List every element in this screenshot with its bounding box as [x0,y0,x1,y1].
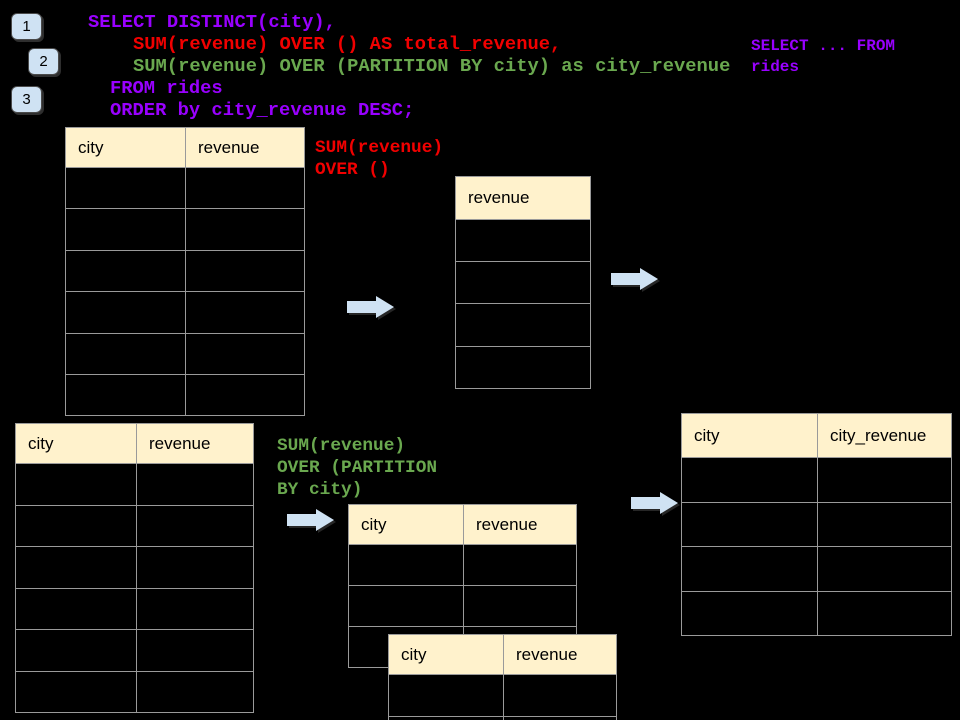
table-cell [16,671,137,713]
column-header: city [349,505,464,545]
table-cell [186,333,305,375]
sql-line-city-revenue: SUM(revenue) OVER (PARTITION BY city) as… [133,55,731,77]
column-header: revenue [186,128,305,168]
total-window-label-line-2: OVER () [315,160,390,180]
table-cell [456,346,591,389]
table-cell [349,545,464,586]
table-cell [137,464,254,506]
table-cell [186,168,305,210]
table-cell [682,547,818,592]
column-header: city [16,424,137,464]
sql-line-from: FROM rides [110,77,223,99]
table-cell [66,250,186,293]
table-cell [137,630,254,672]
table-cell [456,220,591,263]
total-window-label-line-1: SUM(revenue) [315,138,444,158]
table-cell [504,717,617,720]
table-cell [389,675,504,717]
table-cell [186,250,305,293]
table-cell [186,292,305,334]
table-cell [682,458,818,503]
table-cell [66,374,186,417]
column-header: revenue [504,635,617,675]
column-header: revenue [137,424,254,464]
sql-line-order-by: ORDER by city_revenue DESC; [110,99,415,121]
partition-window-label-line-2: OVER (PARTITION [277,458,438,478]
table-cell [16,464,137,506]
table-cell [186,374,305,417]
table-cell [137,671,254,713]
partition-window-label-line-1: SUM(revenue) [277,436,406,456]
select-from-note-line-1: SELECT ... FROM [751,37,896,55]
column-header: city [389,635,504,675]
step-badge-3: 3 [11,86,42,113]
sql-line-select-distinct: SELECT DISTINCT(city), [88,11,336,33]
table-cell [66,168,186,210]
table-cell [389,717,504,720]
select-from-note-line-2: rides [751,58,800,76]
partition-window-label-line-3: BY city) [277,480,363,500]
table-cell [504,675,617,717]
table-cell [682,502,818,548]
table-cell [349,586,464,627]
table-cell [66,333,186,375]
table-cell [186,209,305,251]
column-header: city [66,128,186,168]
table-cell [456,304,591,347]
table-cell [682,591,818,637]
table-total-revenue-result: revenue [455,176,591,389]
flow-arrow-icon-2 [611,268,658,290]
table-cell [818,547,952,592]
table-cell [464,545,577,586]
column-header: revenue [464,505,577,545]
step-badge-2: 2 [28,48,59,75]
sql-line-total-revenue: SUM(revenue) OVER () AS total_revenue, [133,33,562,55]
table-cell [818,502,952,548]
table-cell [137,588,254,630]
table-cell [16,505,137,547]
table-cell [16,588,137,630]
table-cell [137,547,254,589]
table-cell [456,262,591,305]
column-header: city [682,414,818,458]
column-header: revenue [456,177,591,220]
table-cell [66,209,186,251]
table-cell [16,547,137,589]
flow-arrow-icon-1 [347,296,394,318]
step-badge-1: 1 [11,13,42,40]
flow-arrow-icon-4 [631,492,678,514]
column-header: city_revenue [818,414,952,458]
table-cell [818,458,952,503]
table-cell [66,292,186,334]
table-cell [16,630,137,672]
flow-arrow-icon-3 [287,509,334,531]
table-cell [137,505,254,547]
table-cell [464,586,577,627]
table-cell [818,591,952,637]
